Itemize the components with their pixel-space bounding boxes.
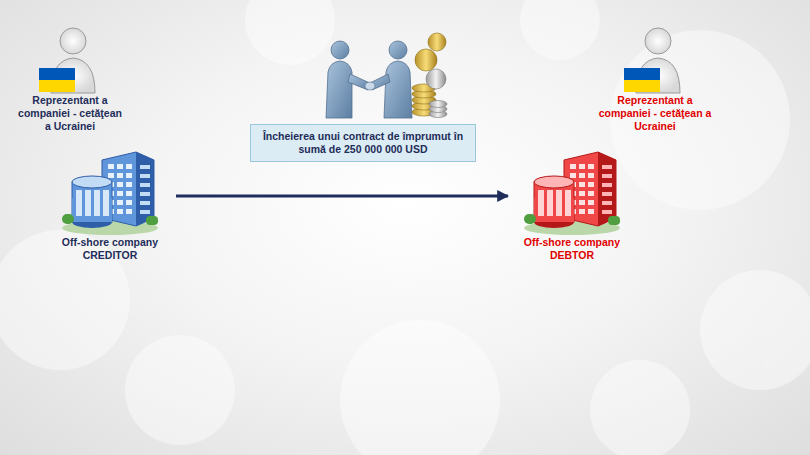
person-icon [25, 22, 115, 94]
node-label: Off-shore company DEBTOR [510, 236, 634, 262]
coin-stacks [412, 33, 447, 118]
building-icon [58, 148, 162, 236]
representative-label: Reprezentant a companiei - cetăţean a Uc… [596, 22, 714, 133]
representative-label: Reprezentant a companiei - cetăţean a Uc… [15, 22, 125, 133]
node-label: Reprezentant a companiei - cetăţean a Uc… [15, 94, 125, 133]
handshake-figures [326, 41, 412, 118]
node-label: Off-shore company CREDITOR [48, 236, 172, 262]
flag-yellow [39, 80, 75, 92]
creditor-company: Off-shore company CREDITOR [48, 148, 172, 262]
debtor-company: Off-shore company DEBTOR [510, 148, 634, 262]
flag-blue [39, 68, 75, 80]
flag-blue [624, 68, 660, 80]
person-icon [610, 22, 700, 94]
contract-box: Încheierea unui contract de împrumut în … [250, 124, 476, 162]
node-label: Reprezentant a companiei - cetăţean a Uc… [596, 94, 714, 133]
contract-text: Încheierea unui contract de împrumut în … [257, 130, 469, 156]
flag-yellow [624, 80, 660, 92]
flow-arrow [176, 195, 508, 198]
building-icon [520, 148, 624, 236]
